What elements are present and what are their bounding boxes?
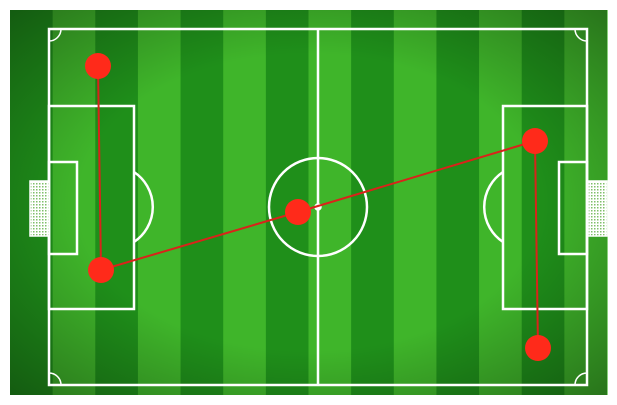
marker-right-top[interactable] (522, 128, 548, 154)
left-goal-net (30, 181, 49, 236)
marker-right-bottom[interactable] (525, 335, 551, 361)
marker-center[interactable] (285, 199, 311, 225)
right-goal-net (588, 181, 607, 236)
marker-left-top[interactable] (85, 53, 111, 79)
marker-left-bottom[interactable] (88, 257, 114, 283)
